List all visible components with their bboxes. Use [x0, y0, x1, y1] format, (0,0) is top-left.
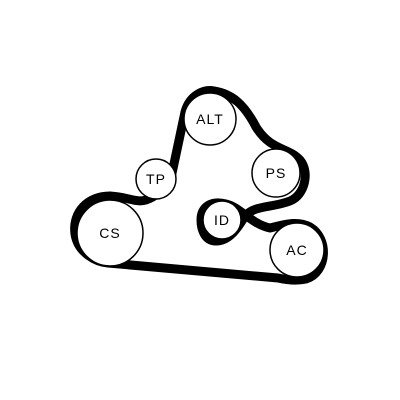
pulley-id-circle — [202, 200, 242, 240]
pulley-cs-circle — [76, 199, 144, 267]
pulley-cs: CS — [76, 199, 144, 267]
pulley-tp-label: TP — [146, 171, 166, 187]
pulley-alt-label: ALT — [196, 111, 224, 127]
pulley-id-label: ID — [214, 212, 230, 228]
pulley-alt: ALT — [183, 92, 237, 146]
pulley-id: ID — [202, 200, 242, 240]
pulley-ac: AC — [269, 222, 325, 278]
pulley-tp-circle — [135, 158, 177, 200]
pulley-ac-circle — [269, 222, 325, 278]
pulley-ac-label: AC — [286, 242, 307, 258]
pulley-ps-label: PS — [266, 165, 287, 181]
pulley-tp: TP — [135, 158, 177, 200]
pulley-ps: PS — [251, 148, 301, 198]
pulley-ps-circle — [251, 148, 301, 198]
pulley-alt-circle — [183, 92, 237, 146]
pulley-cs-label: CS — [99, 225, 120, 241]
